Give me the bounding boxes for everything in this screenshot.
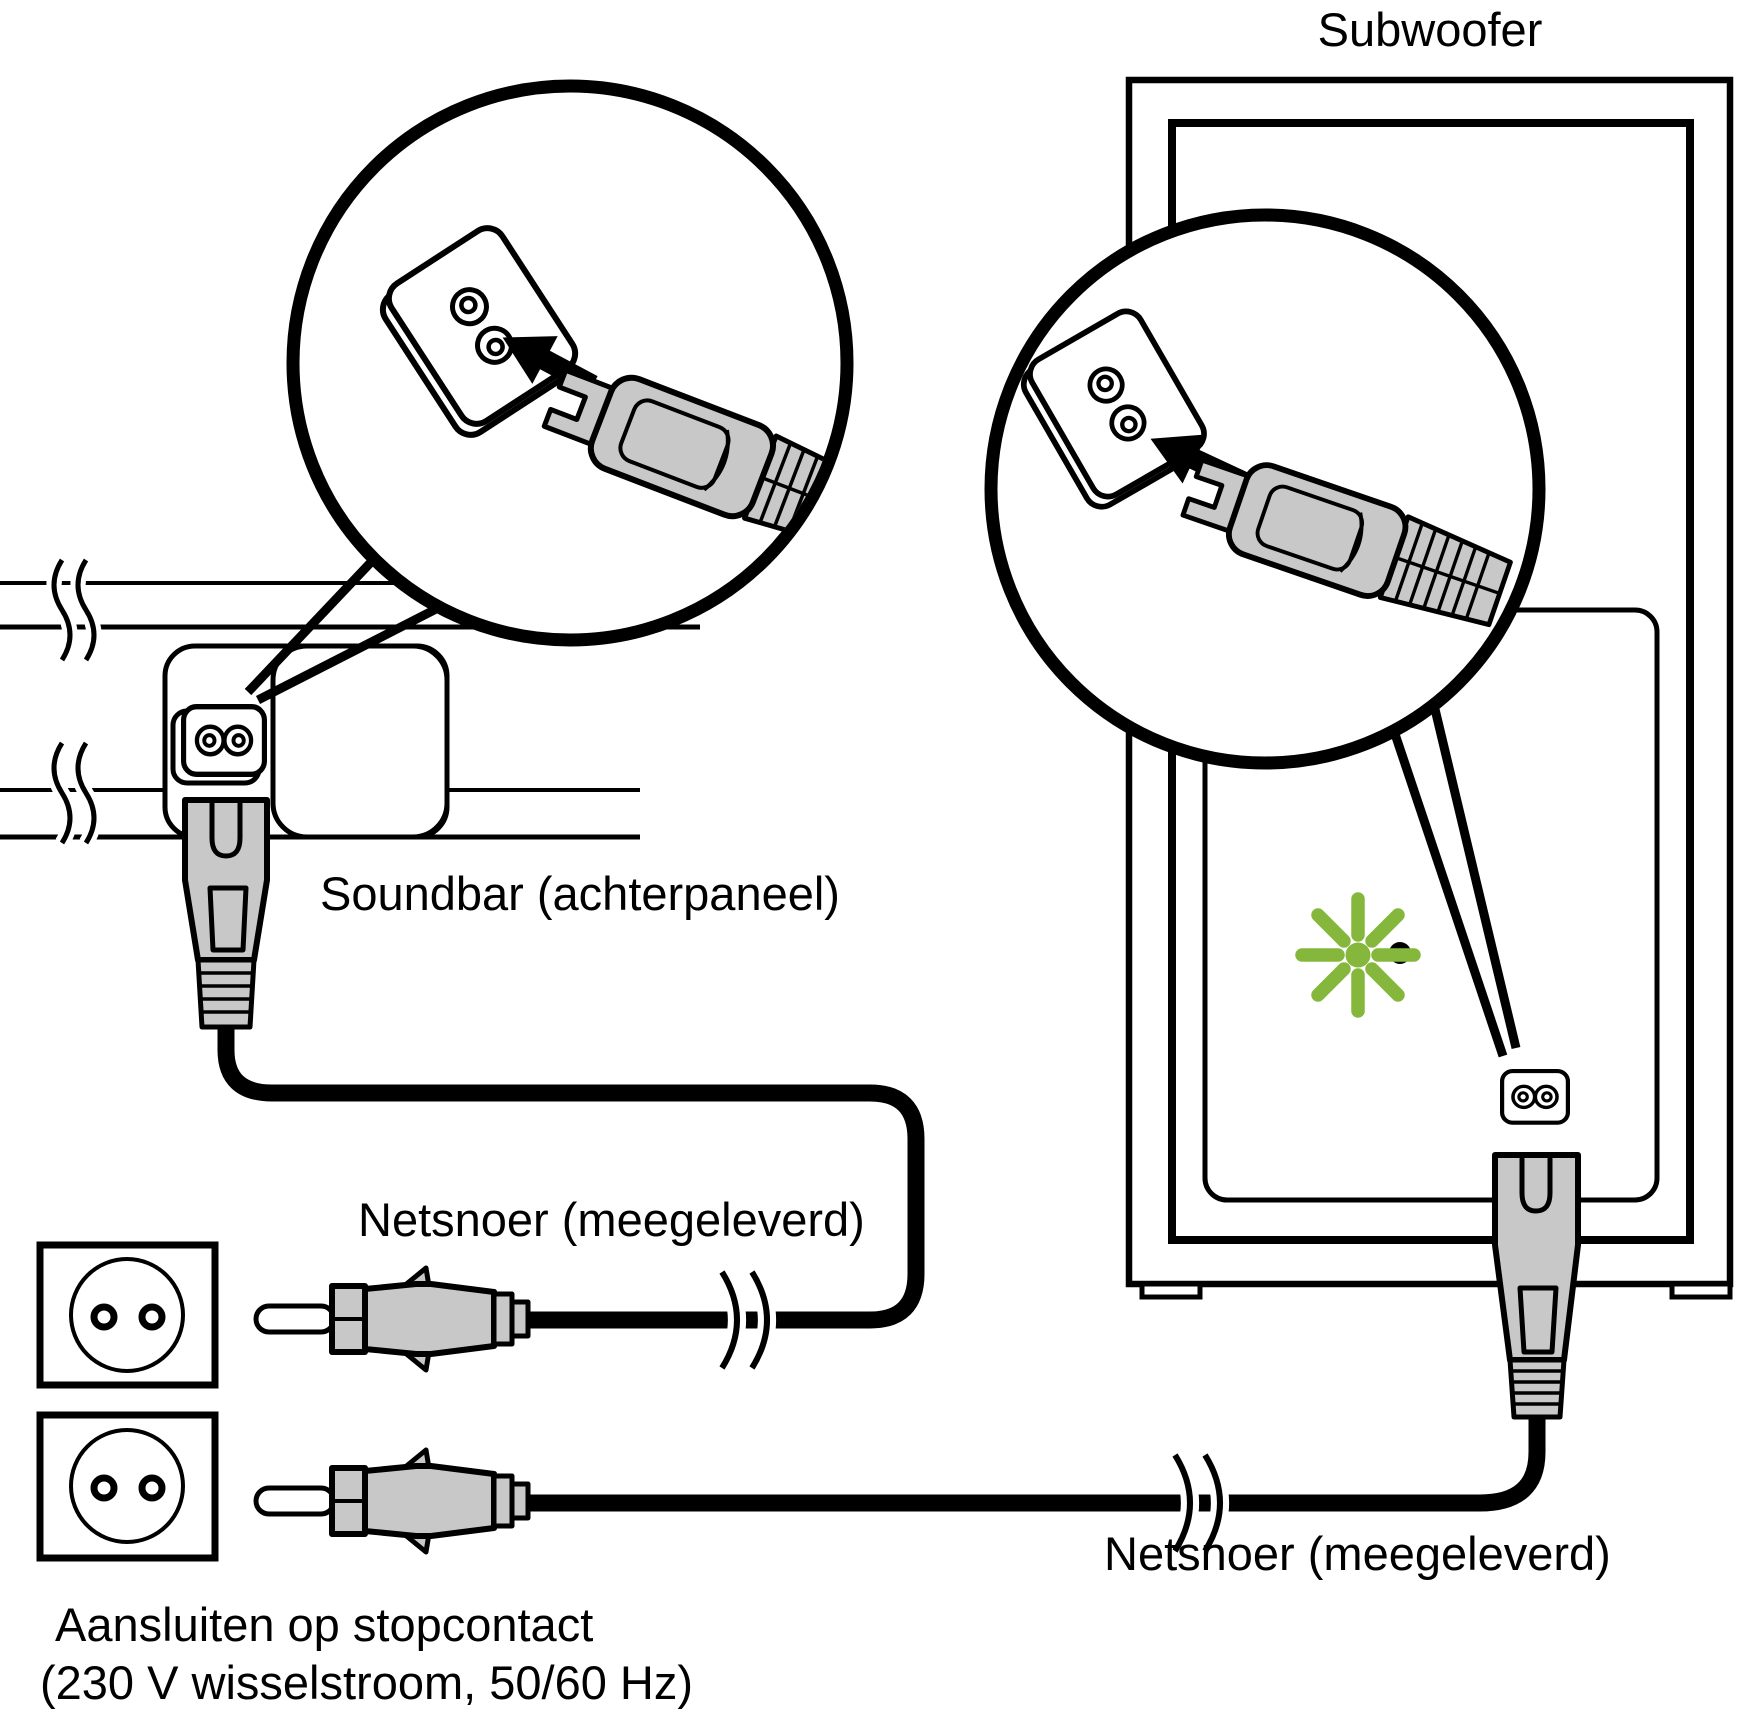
soundbar-power-cord: [217, 955, 925, 1329]
power-inlet-c8-icon: [170, 707, 264, 786]
soundbar-panel: [0, 555, 700, 848]
panel-break-icon: [46, 555, 102, 848]
zoom-pointer: [244, 555, 443, 705]
mains-plug-icon: [256, 1268, 528, 1370]
zoom-pointer: [1389, 703, 1521, 1058]
wall-outlet-icon: [36, 1241, 219, 1389]
wall-outlet-icon: [36, 1411, 219, 1562]
subwoofer-cord-label: Netsnoer (meegeleverd): [1104, 1527, 1611, 1580]
cable-break-icon: [714, 1267, 1229, 1556]
led-starburst-icon: [1295, 892, 1421, 1018]
outlet-caption-line1: Aansluiten op stopcontact: [55, 1598, 594, 1651]
soundbar-cord-label: Netsnoer (meegeleverd): [358, 1193, 865, 1246]
subwoofer-power-cord: [505, 1375, 1546, 1512]
cord-connector-icon: [1492, 1152, 1581, 1420]
mains-plug-icon: [256, 1450, 528, 1552]
cord-connector-icon: [182, 797, 270, 1030]
soundbar-label: Soundbar (achterpaneel): [320, 867, 840, 920]
outlet-caption-line2: (230 V wisselstroom, 50/60 Hz): [40, 1656, 694, 1709]
subwoofer-label: Subwoofer: [1317, 3, 1543, 56]
power-inlet-c8-icon: [1502, 1071, 1568, 1123]
